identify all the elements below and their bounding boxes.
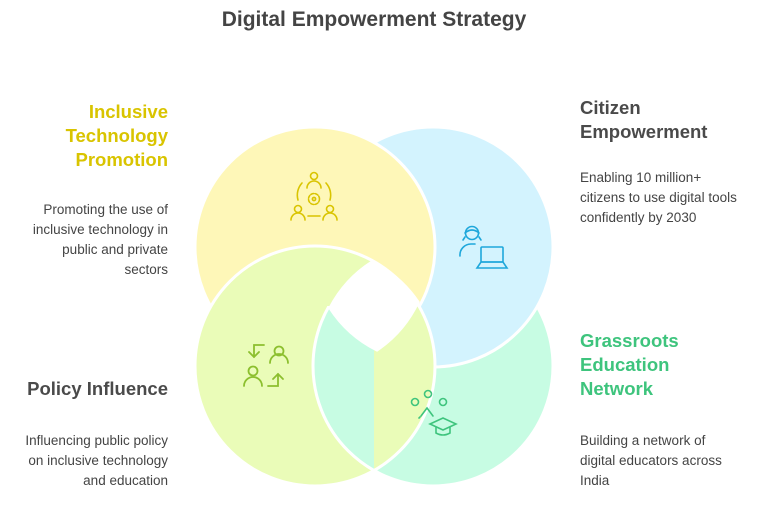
- desc-line: confidently by 2030: [580, 210, 697, 225]
- section-title: Citizen Empowerment: [580, 96, 770, 144]
- diagram-title: Digital Empowerment Strategy: [221, 8, 527, 31]
- desc-line: Building a network of: [580, 433, 706, 448]
- section-policy-influence: Policy Influence Influencing public poli…: [0, 377, 168, 491]
- title-line: Policy Influence: [27, 378, 168, 399]
- desc-line: and education: [83, 473, 168, 488]
- desc-line: Enabling 10 million+: [580, 170, 702, 185]
- desc-line: sectors: [124, 262, 168, 277]
- title-line: Grassroots: [580, 330, 679, 351]
- desc-line: India: [580, 473, 610, 488]
- desc-line: Promoting the use of: [43, 202, 168, 217]
- section-title: Grassroots Education Network: [580, 329, 770, 401]
- title-line: Technology: [65, 125, 168, 146]
- section-grassroots-education: Grassroots Education Network Building a …: [580, 329, 770, 491]
- center-hole: [328, 260, 420, 352]
- title-line: Promotion: [75, 149, 169, 170]
- desc-line: digital educators across: [580, 453, 722, 468]
- section-description: Enabling 10 million+ citizens to use dig…: [580, 168, 770, 228]
- title-line: Network: [580, 378, 653, 399]
- people-exchange-icon: [243, 344, 289, 387]
- title-line: Empowerment: [580, 121, 708, 142]
- section-inclusive-technology: Inclusive Technology Promotion Promoting…: [0, 100, 168, 280]
- people-gear-icon: [290, 171, 338, 221]
- graduation-network-icon: [410, 389, 458, 436]
- title-line: Inclusive: [88, 101, 168, 122]
- desc-line: Influencing public policy: [25, 433, 168, 448]
- section-description: Influencing public policy on inclusive t…: [0, 431, 168, 491]
- desc-line: on inclusive technology: [28, 453, 168, 468]
- desc-line: inclusive technology in: [32, 222, 168, 237]
- title-line: Education: [580, 354, 670, 375]
- section-title: Inclusive Technology Promotion: [0, 100, 168, 172]
- desc-line: public and private: [62, 242, 168, 257]
- section-description: Promoting the use of inclusive technolog…: [0, 200, 168, 280]
- section-title: Policy Influence: [0, 377, 168, 401]
- circle-grassroots-overlap: [311, 306, 374, 473]
- desc-line: citizens to use digital tools: [580, 190, 737, 205]
- section-description: Building a network of digital educators …: [580, 431, 770, 491]
- section-citizen-empowerment: Citizen Empowerment Enabling 10 million+…: [580, 96, 770, 228]
- title-line: Citizen: [580, 97, 641, 118]
- person-laptop-icon: [459, 225, 509, 269]
